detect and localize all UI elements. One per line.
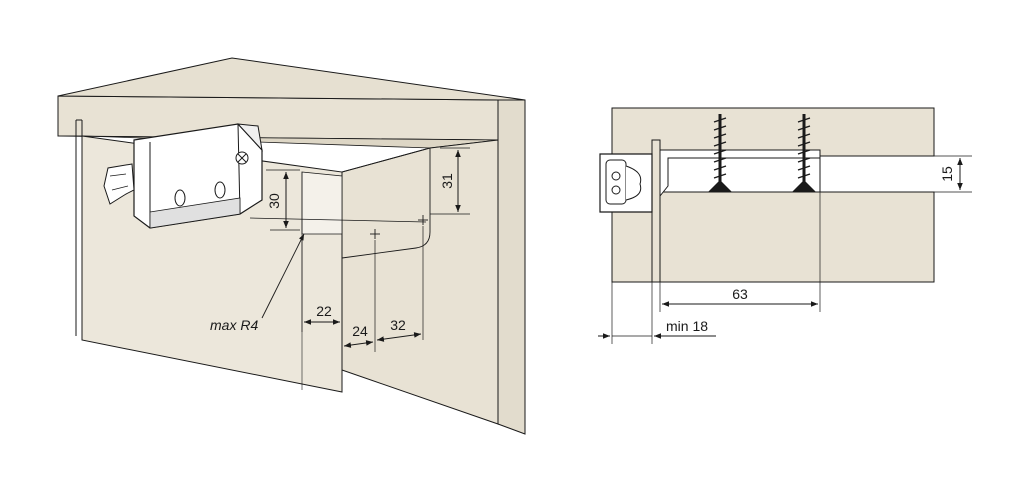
upper-board (611, 107, 935, 157)
screw-icon (792, 114, 816, 192)
dim-22-label: 22 (316, 303, 332, 319)
left-dimensions (249, 147, 470, 352)
back-wall (341, 139, 499, 425)
dim-32-label: 32 (390, 317, 406, 333)
fitting-housing (103, 123, 263, 229)
dim-30-label: 30 (266, 193, 282, 209)
radius-note: max R4 (210, 317, 258, 333)
top-board-front (57, 95, 499, 141)
right-side-panel (497, 99, 526, 435)
dim-31-label: 31 (439, 173, 455, 189)
screw-icon (708, 114, 732, 192)
left-cabinet-view (57, 57, 526, 435)
dim-min18-label: min 18 (666, 318, 708, 334)
dim-63-label: 63 (732, 286, 748, 302)
dim-24-label: 24 (352, 323, 368, 339)
right-dimensions (598, 155, 972, 344)
top-board-top (57, 57, 526, 101)
dim-15-label: 15 (939, 166, 955, 182)
right-section-view (599, 107, 935, 283)
screw-hole-icon (214, 181, 226, 199)
screw-hole-icon (174, 189, 186, 207)
